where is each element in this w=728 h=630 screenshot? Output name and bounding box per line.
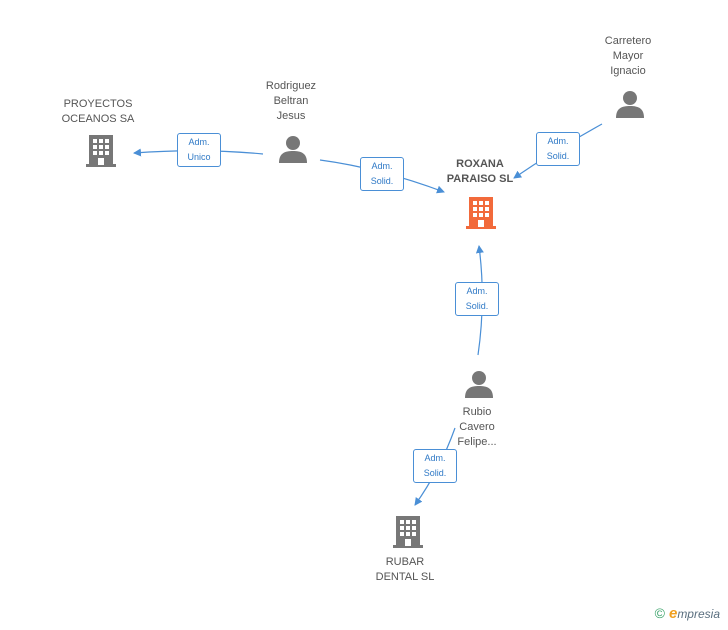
copyright-symbol: © xyxy=(654,605,665,621)
edge-label-adm-solid: Adm.Solid. xyxy=(455,282,499,316)
edge-label-adm-solid: Adm.Solid. xyxy=(360,157,404,191)
brand-logo: empresia xyxy=(668,605,720,622)
building-icon[interactable] xyxy=(391,514,425,550)
person-icon[interactable] xyxy=(615,89,645,119)
edge-label-adm-solid: Adm.Solid. xyxy=(536,132,580,166)
building-icon-focus[interactable] xyxy=(464,195,498,231)
person-icon[interactable] xyxy=(278,134,308,164)
edge-label-adm-unico: Adm.Unico xyxy=(177,133,221,167)
footer-brand: ©empresia xyxy=(655,605,720,622)
building-icon[interactable] xyxy=(84,133,118,169)
edge-label-adm-solid: Adm.Solid. xyxy=(413,449,457,483)
person-icon[interactable] xyxy=(464,369,494,399)
